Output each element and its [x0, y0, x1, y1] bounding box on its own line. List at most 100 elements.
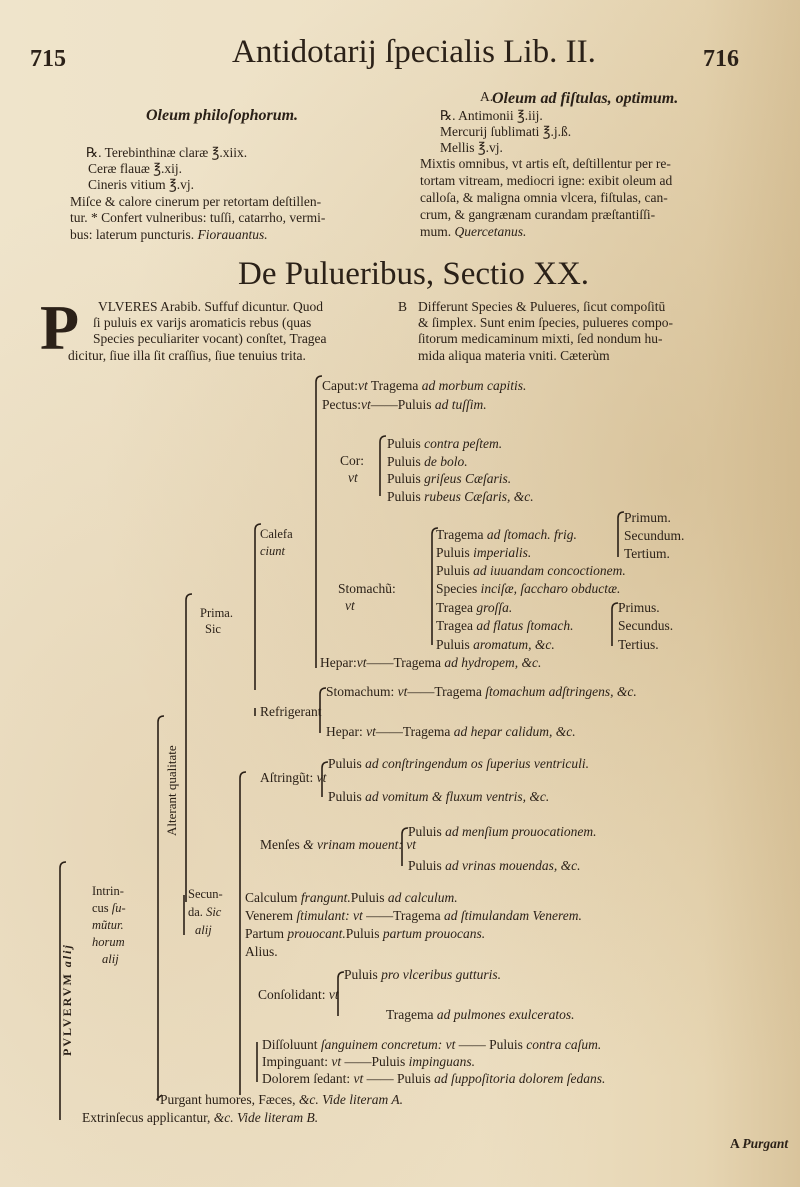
bracket-alterant: [185, 593, 193, 902]
italic-text: ad calculum.: [387, 890, 458, 905]
roman-text: ——Tragema: [362, 908, 444, 923]
roman-text: Hepar:: [326, 724, 367, 739]
left-recipe-line: bus: laterum puncturis. Fiorauantus.: [70, 227, 268, 243]
roman-text: Tragea: [436, 618, 477, 633]
italic-text: vt: [397, 684, 408, 699]
roman-text: ℞. Terebinthinæ claræ ℥.xiix.: [86, 145, 248, 160]
left-recipe-line: ℞. Terebinthinæ claræ ℥.xiix.: [86, 145, 247, 161]
italic-text: ad hydropem, &c.: [444, 655, 542, 670]
tree-hepar: Hepar:vt——Tragema ad hydropem, &c.: [320, 655, 541, 671]
cor-item: Puluis de bolo.: [387, 454, 468, 470]
right-recipe-line: Mellis ℥.vj.: [440, 140, 503, 156]
cor-item: Puluis contra peſtem.: [387, 436, 502, 452]
italic-text: griſeus Cæſaris.: [424, 471, 512, 486]
roman-text: crum, & gangrænam curandam præſtantiſſi-: [420, 207, 656, 222]
roman-text: Conſolidant:: [258, 987, 329, 1002]
roman-text: Ceræ flauæ ℥.xij.: [88, 161, 183, 176]
roman-text: ——Puluis: [370, 397, 435, 412]
running-title: Antidotarij ſpecialis Lib. II.: [232, 34, 596, 70]
tree-dissoluunt: Diſſoluunt ſanguinem concretum: vt —— Pu…: [262, 1037, 601, 1053]
right-recipe-line: calloſa, & maligna omnia vlcera, fiſtula…: [420, 190, 668, 206]
menses-item: Puluis ad vrinas mouendas, &c.: [408, 858, 581, 874]
roman-text: cus: [92, 901, 112, 915]
roman-text: Puluis: [350, 890, 388, 905]
roman-text: A: [730, 1136, 743, 1151]
roman-text: Calculum: [245, 890, 301, 905]
consolidant-item: Puluis pro vlceribus gutturis.: [344, 967, 501, 983]
tree-impinguant: Impinguant: vt ——Puluis impinguans.: [262, 1054, 475, 1070]
italic-text: horum: [92, 935, 125, 949]
italic-text: ad conſtringendum os ſuperius ventriculi…: [365, 756, 589, 771]
intro-right-line: ſitorum medicaminum mixti, ſed nondum hu…: [418, 331, 662, 347]
italic-text: ad vomitum & fluxum ventris, &c.: [365, 789, 550, 804]
astringunt-item: Puluis ad vomitum & fluxum ventris, &c.: [328, 789, 549, 805]
italic-text: vt: [361, 397, 371, 412]
stomach-item: Tragea groſſa.: [436, 600, 512, 616]
cor-item: Puluis rubeus Cæſaris, &c.: [387, 489, 534, 505]
italic-text: ad morbum capitis.: [421, 378, 527, 393]
refrigerant-stomachum: Stomachum: vt——Tragema ſtomachum adſtrin…: [326, 684, 637, 700]
italic-text: &c. Vide literam B.: [213, 1110, 319, 1125]
stomachum-label: Stomachũ:: [338, 581, 396, 597]
roman-text: Tragema: [436, 527, 487, 542]
roman-text: Tragema: [367, 378, 422, 393]
roman-text: Tragema: [386, 1007, 437, 1022]
italic-text: Oleum philoſophorum.: [146, 107, 299, 124]
italic-text: frangunt.: [300, 890, 351, 905]
prima-label: Sic: [205, 621, 221, 637]
italic-text: de bolo.: [424, 454, 468, 469]
tree-pectus: Pectus:vt——Puluis ad tuſſim.: [322, 397, 487, 413]
alterant-label: Alterant qualitate: [164, 745, 180, 836]
italic-text: prouocant.: [287, 926, 346, 941]
roman-text: Secun-: [188, 887, 223, 901]
roman-text: Tragea: [436, 600, 477, 615]
roman-text: ——Tragema: [366, 655, 445, 670]
italic-text: vt: [348, 470, 358, 485]
italic-text: Quercetanus.: [454, 224, 527, 239]
italic-text: partum prouocans.: [382, 926, 486, 941]
tragema-ordinal: Primum.: [624, 510, 671, 526]
italic-text: ad tuſſim.: [434, 397, 487, 412]
italic-text: ad vrinas mouendas, &c.: [445, 858, 581, 873]
menses-item: Puluis ad menſium prouocationem.: [408, 824, 597, 840]
roman-text: Pectus:: [322, 397, 361, 412]
italic-text: vt: [316, 770, 327, 785]
roman-text: & ſimplex. Sunt enim ſpecies, pulueres c…: [418, 315, 673, 330]
menses-label: Menſes & vrinam mouent: vt: [260, 837, 416, 853]
left-recipe-line: Cineris vitium ℥.vj.: [88, 177, 194, 193]
italic-text: ad ſtimulandam Venerem.: [443, 908, 582, 923]
roman-text: ——Tragema: [407, 684, 486, 699]
right-recipe-line: Mixtis omnibus, vt artis eſt, deſtillent…: [420, 156, 671, 172]
tragea-ordinal: Primus.: [618, 600, 660, 616]
roman-text: Puluis: [387, 489, 425, 504]
roman-text: Puluis: [387, 454, 425, 469]
italic-text: impinguans.: [408, 1054, 476, 1069]
tragema-ordinal: Tertium.: [624, 546, 670, 562]
roman-text: Species peculiariter vocant) conſtet, Tr…: [93, 331, 327, 346]
roman-text: Species: [436, 581, 481, 596]
secunda-label: da. Sic: [188, 904, 221, 920]
roman-text: bus: laterum puncturis.: [70, 227, 198, 242]
roman-text: Puluis: [328, 756, 366, 771]
secunda-label: Secun-: [188, 886, 223, 902]
roman-text: Puluis: [387, 436, 425, 451]
roman-text: Differunt Species & Pulueres, ſicut comp…: [418, 299, 666, 314]
roman-text: Caput:: [322, 378, 358, 393]
section-title: De Pulueribus, Sectio XX.: [238, 256, 590, 292]
calefaciunt-label: Calefa: [260, 526, 293, 542]
roman-text: mum.: [420, 224, 455, 239]
italic-text: ſanguinem concretum: vt: [320, 1037, 456, 1052]
intro-left-line: dicitur, ſiue illa ſit craſſius, ſiue te…: [68, 348, 306, 364]
roman-text: Stomachum:: [326, 684, 398, 699]
section-marker-b: B: [398, 299, 408, 314]
cor-label: vt: [348, 470, 358, 486]
tragema-ordinal: Secundum.: [624, 528, 684, 544]
roman-text: ſi puluis ex varijs aromaticis rebus (qu…: [93, 315, 312, 330]
page-number-right: 716: [703, 46, 739, 72]
refrigerant-hepar: Hepar: vt——Tragema ad hepar calidum, &c.: [326, 724, 576, 740]
italic-text: vt: [345, 598, 355, 613]
roman-text: Calefa: [260, 527, 293, 541]
italic-text: ad hepar calidum, &c.: [453, 724, 576, 739]
roman-text: ℞. Antimonii ℥.iij.: [440, 108, 543, 123]
roman-text: Hepar:: [320, 655, 357, 670]
